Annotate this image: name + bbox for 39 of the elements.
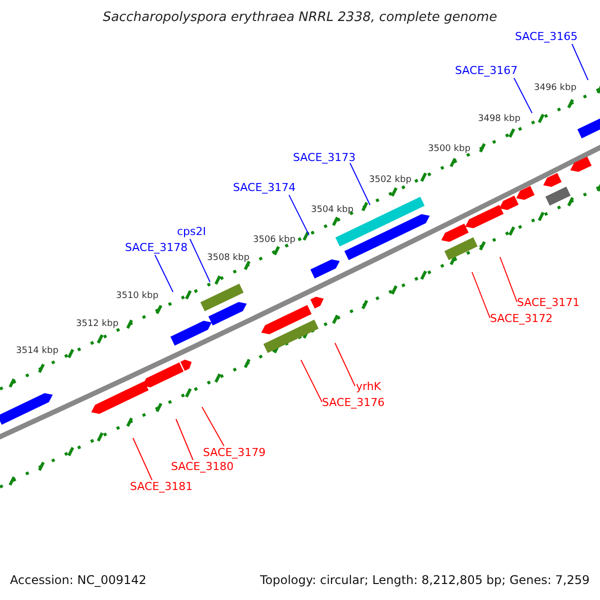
leader-line [572, 44, 588, 80]
leader-line [500, 256, 518, 302]
leader-line [176, 418, 194, 460]
leader-line [334, 342, 356, 386]
gene-label: SACE_3172 [490, 313, 553, 324]
leader-line [190, 238, 210, 282]
gene-label: SACE_3174 [233, 182, 296, 193]
gene-label: yrhK [356, 381, 382, 392]
gene-label: SACE_3167 [455, 65, 518, 76]
leader-line [202, 406, 224, 446]
footer-text: Accession: NC_009142 [10, 574, 146, 586]
gene-label: SACE_3165 [515, 31, 578, 42]
gene-label: SACE_3176 [322, 397, 385, 408]
gene-label: SACE_3178 [125, 242, 188, 253]
scale-label: 3500 kbp [428, 145, 470, 154]
scale-label: 3514 kbp [16, 347, 58, 356]
gene-label: SACE_3173 [293, 152, 356, 163]
leader-line [300, 360, 322, 402]
footer-text: Topology: circular; Length: 8,212,805 bp; Genes: 7,259 [260, 574, 590, 586]
diagram-title: Saccharopolyspora erythraea NRRL 2338, complete genome [102, 11, 498, 24]
scale-label: 3506 kbp [253, 236, 296, 245]
scale-label: 3502 kbp [369, 176, 412, 185]
gene-label: SACE_3171 [517, 297, 580, 308]
scale-label: 3498 kbp [478, 115, 520, 124]
gene-label: cps2I [177, 226, 206, 237]
leader-line [132, 438, 152, 480]
leader-line [350, 162, 370, 206]
scale-label: 3510 kbp [116, 292, 158, 301]
leader-line [154, 254, 174, 292]
scale-label: 3508 kbp [207, 254, 250, 263]
gene-label: SACE_3180 [171, 461, 234, 472]
gene-label: SACE_3179 [203, 447, 266, 458]
leader-line [288, 194, 310, 236]
scale-label: 3512 kbp [76, 320, 118, 329]
leader-line [472, 272, 490, 318]
scale-label: 3504 kbp [311, 206, 354, 215]
leader-line [514, 78, 532, 114]
gene-label: SACE_3181 [130, 481, 193, 492]
scale-label: 3496 kbp [534, 84, 576, 93]
